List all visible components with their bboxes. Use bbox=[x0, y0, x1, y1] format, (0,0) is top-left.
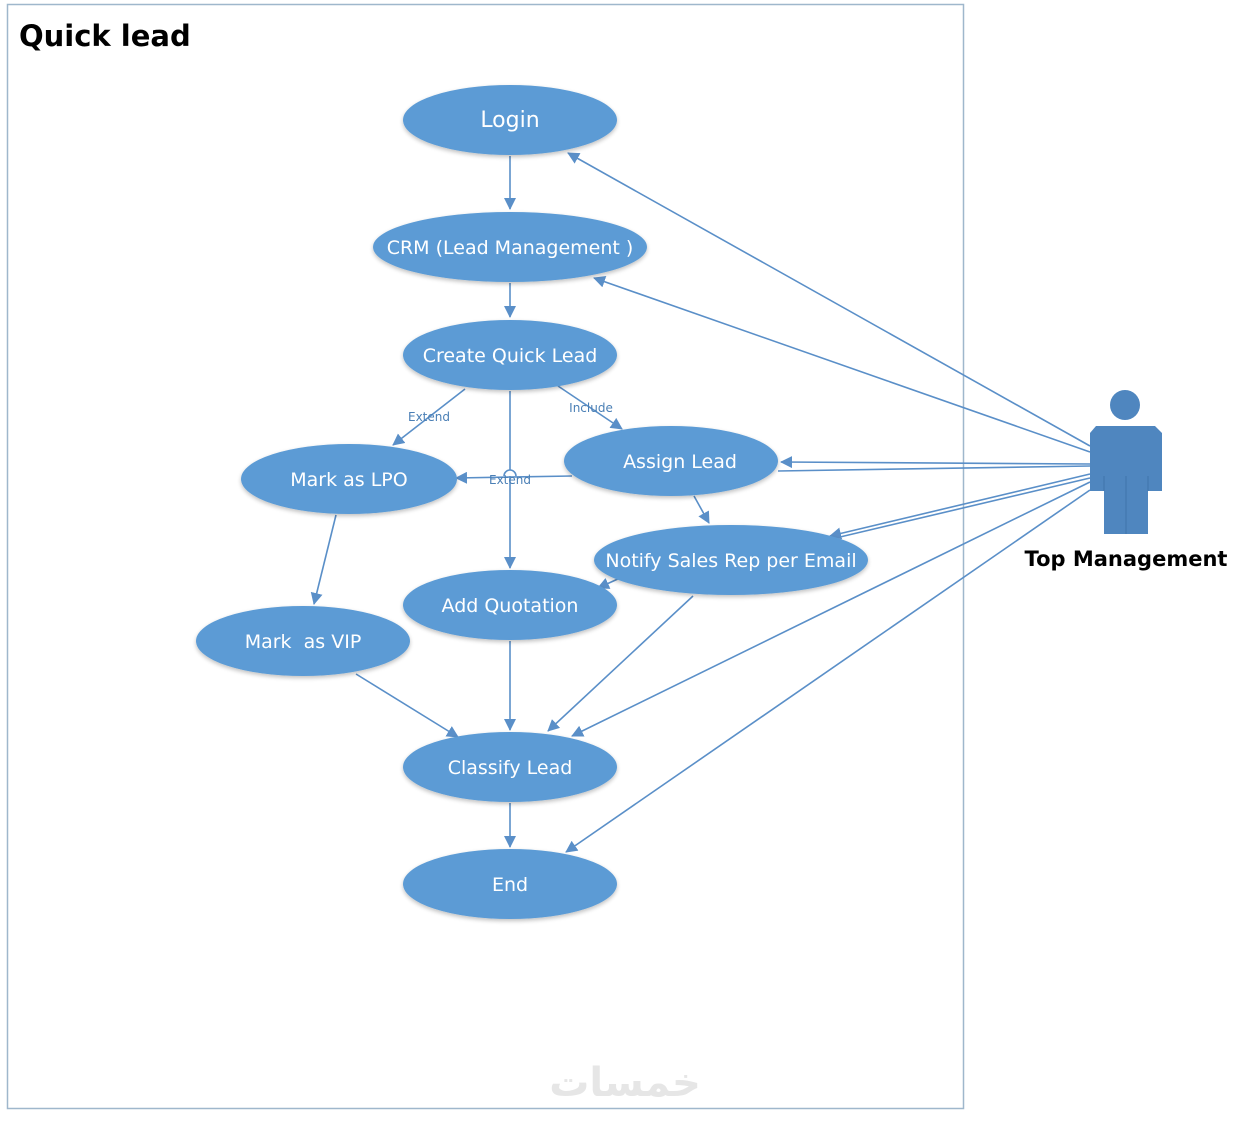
actor-top-management[interactable]: Top Management bbox=[1025, 390, 1228, 571]
relation-vip-to-classify bbox=[355, 673, 459, 738]
actor-link-assign bbox=[780, 456, 1091, 469]
actor-links-layer bbox=[565, 152, 1091, 853]
use-case-create-quick-lead[interactable]: Create Quick Lead bbox=[403, 320, 617, 390]
use-case-notify-sales-rep[interactable]: Notify Sales Rep per Email bbox=[594, 525, 868, 595]
use-case-mark-as-lpo[interactable]: Mark as LPO bbox=[241, 444, 457, 514]
actor-link-assign-return bbox=[777, 465, 1091, 472]
watermark: خمسات bbox=[549, 1060, 701, 1106]
relation-notify-to-quote bbox=[597, 577, 621, 589]
actor-label: Top Management bbox=[1025, 547, 1228, 571]
actor-link-classify bbox=[571, 481, 1091, 737]
relation-label-include-assign: Include bbox=[569, 401, 613, 415]
use-case-label: Assign Lead bbox=[623, 451, 737, 473]
actor-link-login bbox=[567, 152, 1091, 447]
use-case-label: Add Quotation bbox=[442, 595, 579, 617]
use-cases-layer: Login CRM (Lead Management ) Create Quic… bbox=[196, 85, 868, 919]
actor-link-notify bbox=[829, 473, 1091, 540]
use-case-login[interactable]: Login bbox=[403, 85, 617, 155]
use-case-label: Classify Lead bbox=[448, 757, 573, 779]
relation-assign-to-lpo bbox=[455, 471, 573, 484]
relation-label-extend-assign-lpo: Extend bbox=[489, 473, 531, 487]
use-case-label: Login bbox=[480, 108, 539, 133]
relation-create-to-assign bbox=[557, 385, 623, 430]
use-case-end[interactable]: End bbox=[403, 849, 617, 919]
use-case-label: End bbox=[492, 874, 528, 896]
person-icon bbox=[1090, 390, 1162, 534]
relation-lpo-to-vip bbox=[310, 514, 337, 605]
use-case-crm[interactable]: CRM (Lead Management ) bbox=[373, 212, 647, 282]
use-case-mark-as-vip[interactable]: Mark as VIP bbox=[196, 606, 410, 676]
use-case-label: Mark as LPO bbox=[290, 469, 407, 491]
relation-assign-to-notify bbox=[693, 495, 710, 524]
use-case-assign-lead[interactable]: Assign Lead bbox=[564, 426, 778, 496]
line-crossing-hop bbox=[503, 469, 517, 477]
actor-link-crm bbox=[593, 275, 1091, 453]
relations-layer bbox=[310, 156, 710, 848]
actor-link-notify-return bbox=[839, 477, 1091, 538]
use-case-label: Mark as VIP bbox=[245, 631, 362, 653]
system-boundary bbox=[6, 3, 965, 1110]
use-case-classify-lead[interactable]: Classify Lead bbox=[403, 732, 617, 802]
use-case-add-quotation[interactable]: Add Quotation bbox=[403, 570, 617, 640]
use-case-label: CRM (Lead Management ) bbox=[387, 237, 634, 259]
use-case-label: Create Quick Lead bbox=[423, 345, 598, 367]
relation-label-extend-lpo: Extend bbox=[408, 410, 450, 424]
relation-create-to-lpo bbox=[392, 388, 466, 446]
actor-link-end bbox=[565, 489, 1091, 853]
use-case-label: Notify Sales Rep per Email bbox=[605, 550, 856, 572]
relation-notify-to-classify bbox=[547, 595, 694, 732]
system-title: Quick lead bbox=[19, 19, 191, 53]
